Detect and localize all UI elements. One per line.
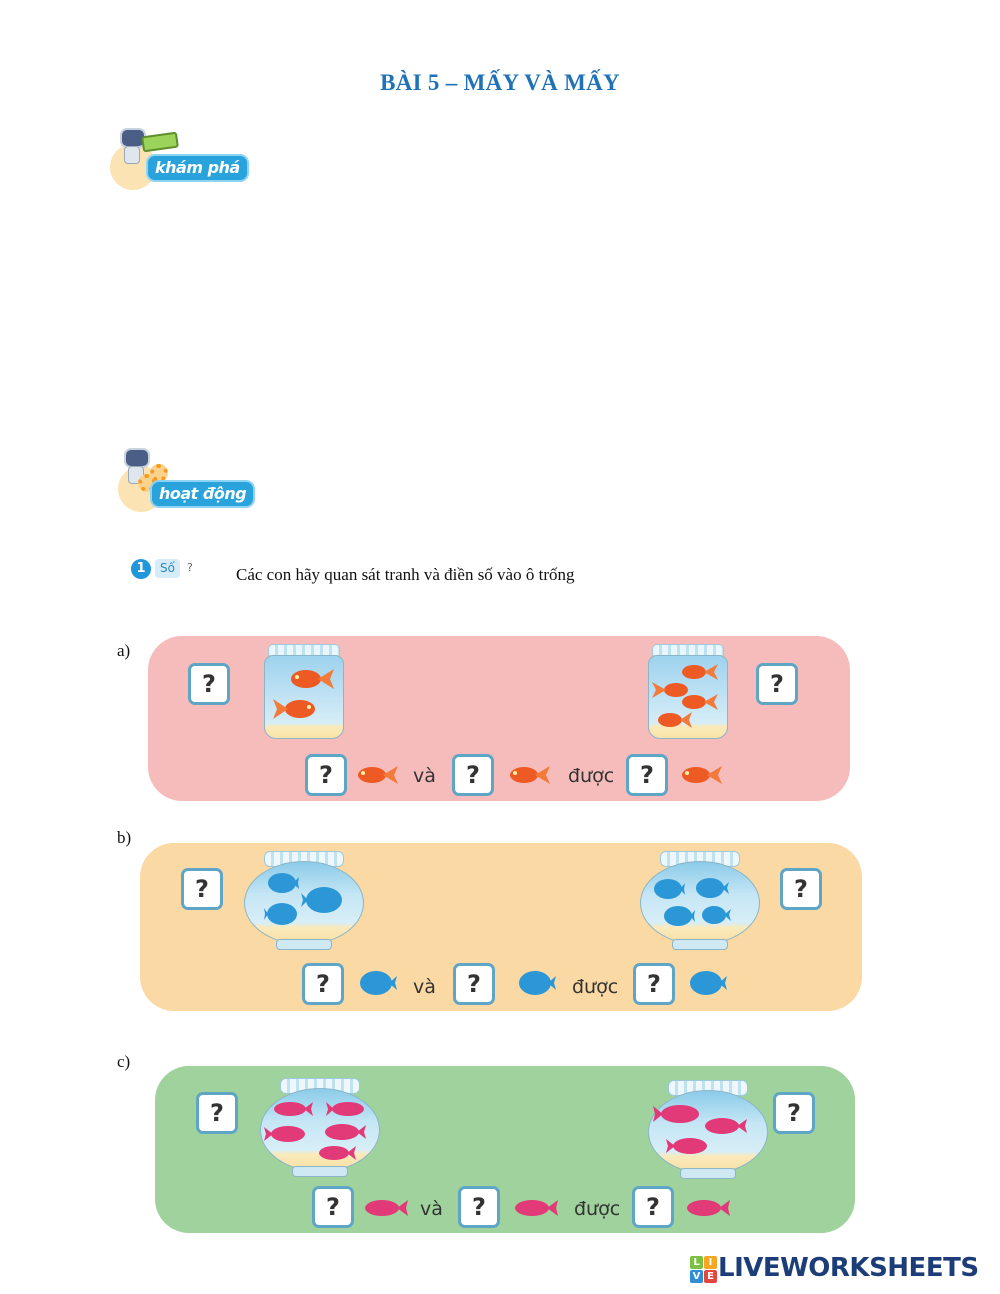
robot-icon [124, 448, 150, 468]
pink-fish-icon [705, 1118, 747, 1134]
part-b-eq-box2-input[interactable]: ? [453, 963, 495, 1005]
part-c-right-count-input[interactable]: ? [773, 1092, 815, 1134]
part-a-word-and: và [413, 765, 436, 787]
blue-fish-icon [696, 878, 729, 898]
blue-fish-icon [690, 971, 727, 995]
part-a-eq-result-input[interactable]: ? [626, 754, 668, 796]
blue-fish-icon [519, 971, 556, 995]
pink-fish-icon [687, 1200, 730, 1216]
pink-fish-icon [653, 1105, 699, 1123]
part-c-word-get: được [574, 1198, 621, 1220]
part-a-label: a) [117, 641, 131, 660]
pink-fish-icon [325, 1124, 366, 1140]
part-b-label: b) [117, 828, 132, 847]
orange-fish-icon [291, 669, 334, 689]
blue-fish-icon [360, 971, 397, 995]
part-a-left-jar [262, 644, 344, 739]
part-b-right-count-input[interactable]: ? [780, 868, 822, 910]
logo-letter-block: V [690, 1270, 703, 1283]
part-a-eq-box2-input[interactable]: ? [452, 754, 494, 796]
pink-fish-icon [264, 1126, 305, 1142]
pink-fish-icon [326, 1102, 364, 1116]
part-b-right-bowl [640, 851, 760, 951]
task-type-tag: Số [155, 559, 180, 578]
orange-fish-icon [652, 682, 688, 698]
task-number-badge: 1 [131, 559, 151, 579]
part-c-label: c) [117, 1052, 131, 1071]
pink-fish-icon [365, 1200, 408, 1216]
pink-fish-icon [274, 1102, 313, 1116]
pink-fish-icon [666, 1138, 707, 1154]
blue-fish-icon [654, 879, 685, 899]
blue-fish-icon [702, 906, 731, 924]
part-b-eq-result-input[interactable]: ? [633, 963, 675, 1005]
part-a-word-get: được [568, 765, 615, 787]
bowl-glass [640, 861, 760, 945]
part-c-eq-box1-input[interactable]: ? [312, 1186, 354, 1228]
task-type-question-mark: ? [187, 561, 193, 574]
part-a-left-count-input[interactable]: ? [188, 663, 230, 705]
part-c-eq-box2-input[interactable]: ? [458, 1186, 500, 1228]
part-c-left-bowl [260, 1078, 380, 1178]
task-instruction: Các con hãy quan sát tranh và điền số và… [236, 565, 575, 584]
part-c-word-and: và [420, 1198, 443, 1220]
part-b-word-get: được [572, 976, 619, 998]
logo-letter-block: L [690, 1256, 703, 1269]
orange-fish-icon [273, 699, 315, 719]
part-b-left-count-input[interactable]: ? [181, 868, 223, 910]
logo-letter-block: I [704, 1256, 717, 1269]
part-a-right-jar [646, 644, 728, 739]
page-title: BÀI 5 – MẤY VÀ MẤY [380, 70, 620, 95]
part-c-right-bowl [648, 1080, 768, 1180]
part-c-eq-result-input[interactable]: ? [632, 1186, 674, 1228]
orange-fish-icon [682, 694, 718, 710]
part-a-eq-box1-input[interactable]: ? [305, 754, 347, 796]
bowl-base [680, 1168, 736, 1179]
logo-letter-block: E [704, 1270, 717, 1283]
blue-fish-icon [268, 873, 299, 893]
blue-fish-icon [264, 903, 297, 925]
logo-text: LIVEWORKSHEETS [718, 1253, 979, 1283]
part-a-panel [148, 636, 850, 801]
activity-badge: hoạt động [110, 444, 280, 524]
pink-fish-icon [319, 1146, 356, 1160]
explore-label: khám phá [146, 154, 249, 182]
explore-badge: khám phá [102, 122, 272, 202]
robot-body-icon [124, 146, 140, 164]
part-b-word-and: và [413, 976, 436, 998]
orange-fish-icon [658, 712, 692, 728]
bowl-base [672, 939, 728, 950]
orange-fish-icon [682, 664, 718, 680]
part-c-left-count-input[interactable]: ? [196, 1092, 238, 1134]
part-a-right-count-input[interactable]: ? [756, 663, 798, 705]
fish-shape [291, 669, 334, 689]
part-b-eq-box1-input[interactable]: ? [302, 963, 344, 1005]
activity-label: hoạt động [150, 480, 256, 508]
bowl-base [276, 939, 332, 950]
telescope-icon [141, 131, 179, 153]
orange-fish-icon [358, 766, 398, 784]
part-b-left-bowl [244, 851, 364, 951]
orange-fish-icon [682, 766, 722, 784]
pink-fish-icon [515, 1200, 558, 1216]
jar-glass [264, 655, 344, 739]
orange-fish-icon [510, 766, 550, 784]
blue-fish-icon [664, 906, 695, 926]
bowl-base [292, 1166, 348, 1177]
blue-fish-icon [301, 887, 342, 913]
